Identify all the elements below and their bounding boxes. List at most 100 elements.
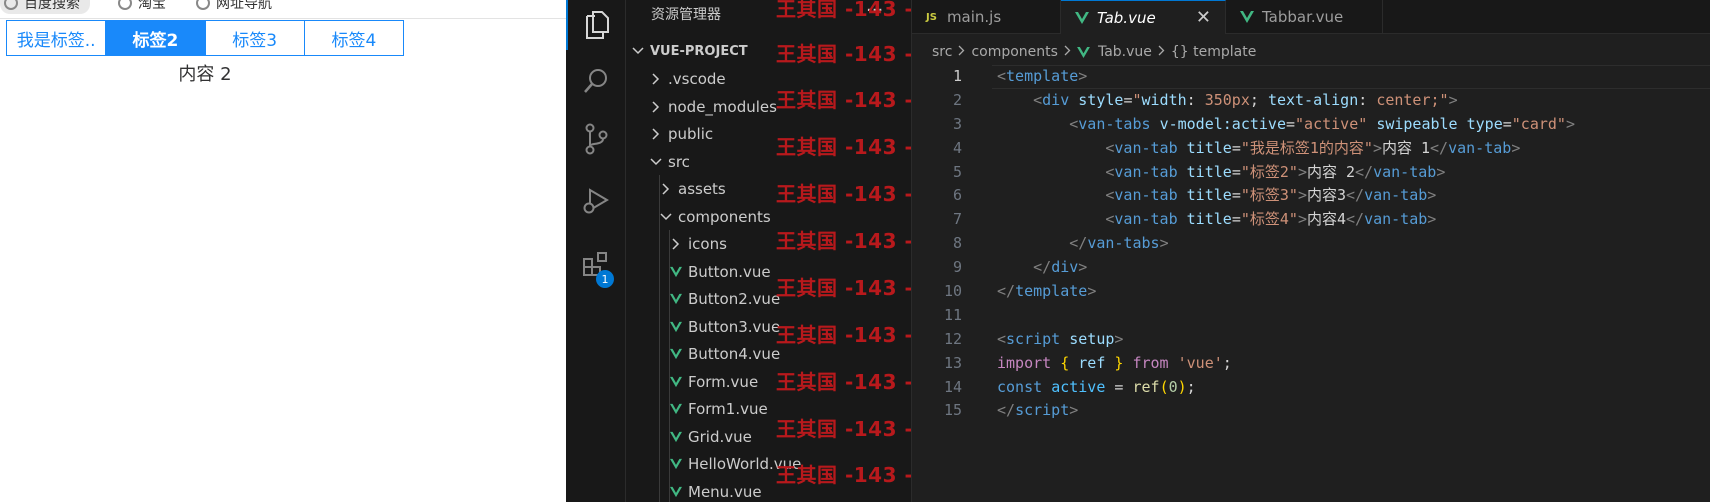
tree-item-file[interactable]: Button2.vue: [670, 286, 780, 312]
tab-4[interactable]: 标签4: [331, 30, 377, 51]
tree-item-label: .vscode: [668, 70, 726, 88]
chevron-right-icon: [650, 73, 662, 85]
tree-item-public[interactable]: public: [650, 121, 713, 147]
code-text: </div>: [1033, 258, 1088, 277]
explorer-title: 资源管理器: [651, 7, 721, 23]
code-line: 15 </script>: [912, 399, 1710, 423]
line-number: 10: [943, 282, 962, 301]
project-root[interactable]: VUE-PROJECT: [632, 38, 748, 64]
tab-2[interactable]: 标签2: [106, 21, 206, 55]
run-debug-icon[interactable]: [566, 176, 626, 226]
code-line: 6 <van-tab title="标签3">内容3</van-tab>: [912, 184, 1710, 208]
search-icon[interactable]: [566, 56, 626, 106]
tree-item-label: Button.vue: [688, 263, 771, 281]
code-text: </van-tabs>: [1069, 234, 1169, 253]
code-text: <van-tab title="标签3">内容3</van-tab>: [1105, 186, 1437, 205]
breadcrumb-file[interactable]: Tab.vue: [1097, 44, 1152, 60]
tree-item-label: icons: [688, 235, 727, 253]
watermark: 王其国 -143 - 1387: [776, 370, 911, 394]
code-text: import { ref } from 'vue';: [997, 353, 1232, 372]
bookmark-label: 淘宝: [138, 0, 166, 12]
chevron-right-icon: [650, 128, 662, 140]
watermark: 王其国 -143 - 1387: [776, 323, 911, 347]
vue-file-icon: [670, 266, 682, 278]
line-number: 7: [952, 210, 962, 229]
tree-item-file[interactable]: Button.vue: [670, 259, 771, 285]
code-text: </template>: [997, 282, 1097, 301]
tree-item-components[interactable]: components: [660, 204, 771, 230]
code-line: 5 <van-tab title="标签2">内容 2</van-tab>: [912, 161, 1710, 185]
bookmark-label: 百度搜索: [24, 0, 80, 12]
extensions-icon[interactable]: 1: [566, 240, 626, 290]
tree-item-file[interactable]: Form1.vue: [670, 396, 768, 422]
code-line: 11: [912, 304, 1710, 328]
breadcrumb-symbol[interactable]: {} template: [1170, 44, 1257, 60]
tree-item-vscode[interactable]: .vscode: [650, 66, 726, 92]
code-line: 10 </template>: [912, 280, 1710, 304]
line-number: 14: [943, 377, 962, 396]
tab-tab-vue[interactable]: Tab.vue ✕: [1061, 0, 1226, 34]
code-text: <van-tab title="我是标签1的内容">内容 1</van-tab>: [1105, 138, 1521, 157]
tree-item-label: components: [678, 208, 771, 226]
tab-tabbar-vue[interactable]: Tabbar.vue: [1226, 0, 1383, 34]
line-number: 2: [952, 90, 962, 109]
line-number: 9: [952, 258, 962, 277]
chevron-right-icon: [650, 101, 662, 113]
watermark: 王其国 -143 - 1387: [776, 182, 911, 206]
tree-item-label: Button3.vue: [688, 318, 781, 336]
code-text: </script>: [997, 401, 1079, 420]
breadcrumb-src[interactable]: src: [932, 44, 953, 60]
bookmark-baidu[interactable]: 百度搜索: [0, 0, 90, 14]
vue-file-icon: [1240, 11, 1254, 23]
breadcrumb: src components Tab.vue {} template: [932, 42, 1256, 62]
vue-file-icon: [670, 321, 682, 333]
tree-item-file[interactable]: Grid.vue: [670, 424, 752, 450]
code-text: <template>: [997, 67, 1088, 85]
code-text: <script setup>: [997, 329, 1124, 348]
tree-item-label: Form.vue: [688, 373, 759, 391]
more-icon[interactable]: ···: [866, 0, 884, 21]
tab-main-js[interactable]: JS main.js: [912, 0, 1061, 34]
tree-item-node-modules[interactable]: node_modules: [650, 94, 777, 120]
breadcrumb-components[interactable]: components: [971, 44, 1058, 60]
tree-item-file[interactable]: HelloWorld.vue: [670, 451, 801, 477]
tree-item-icons[interactable]: icons: [670, 231, 727, 257]
editor-area: JS main.js Tab.vue ✕ Tabbar.vue src comp…: [912, 0, 1710, 502]
van-tabs-card: 我是标签.. 标签2 标签3 标签4: [6, 20, 404, 56]
files-icon[interactable]: [566, 0, 626, 50]
bookmark-nav[interactable]: 网址导航: [196, 0, 272, 14]
line-number: 4: [952, 138, 962, 157]
project-root-label: VUE-PROJECT: [650, 43, 748, 59]
bookmark-taobao[interactable]: 淘宝: [118, 0, 166, 14]
tree-item-label: Grid.vue: [688, 428, 752, 446]
extensions-badge: 1: [596, 270, 614, 288]
chevron-right-icon: [958, 44, 965, 60]
code-editor[interactable]: 1<template>2 <div style="width: 350px; t…: [912, 65, 1710, 423]
tree-item-file[interactable]: Menu.vue: [670, 479, 762, 502]
chevron-right-icon: [1064, 44, 1071, 60]
line-number: 15: [943, 401, 962, 420]
watermark: 王其国 -143 - 1387: [776, 276, 911, 300]
globe-icon: [118, 0, 132, 10]
tab-3[interactable]: 标签3: [206, 21, 305, 55]
source-control-icon[interactable]: [566, 114, 626, 164]
tab-1[interactable]: 我是标签..: [7, 21, 107, 55]
watermark: 王其国 -143 - 1387: [776, 0, 911, 21]
tree-item-file[interactable]: Button4.vue: [670, 341, 780, 367]
line-number: 8: [952, 234, 962, 253]
code-line: 3 <van-tabs v-model:active="active" swip…: [912, 113, 1710, 137]
code-line: 9 </div>: [912, 256, 1710, 280]
tree-item-src[interactable]: src: [650, 149, 690, 175]
code-line: 4 <van-tab title="我是标签1的内容">内容 1</van-ta…: [912, 137, 1710, 161]
tree-item-file[interactable]: Form.vue: [670, 369, 758, 395]
close-icon[interactable]: ✕: [1195, 7, 1211, 28]
tree-item-file[interactable]: Button3.vue: [670, 314, 780, 340]
tree-item-assets[interactable]: assets: [660, 176, 726, 202]
line-number: 5: [952, 162, 962, 181]
line-number: 12: [943, 329, 962, 348]
chevron-right-icon: [670, 238, 682, 250]
watermark: 王其国 -143 - 1387: [776, 229, 911, 253]
editor-tabbar: JS main.js Tab.vue ✕ Tabbar.vue: [912, 0, 1710, 34]
bookmarks-bar: 百度搜索 淘宝 网址导航: [0, 0, 566, 19]
